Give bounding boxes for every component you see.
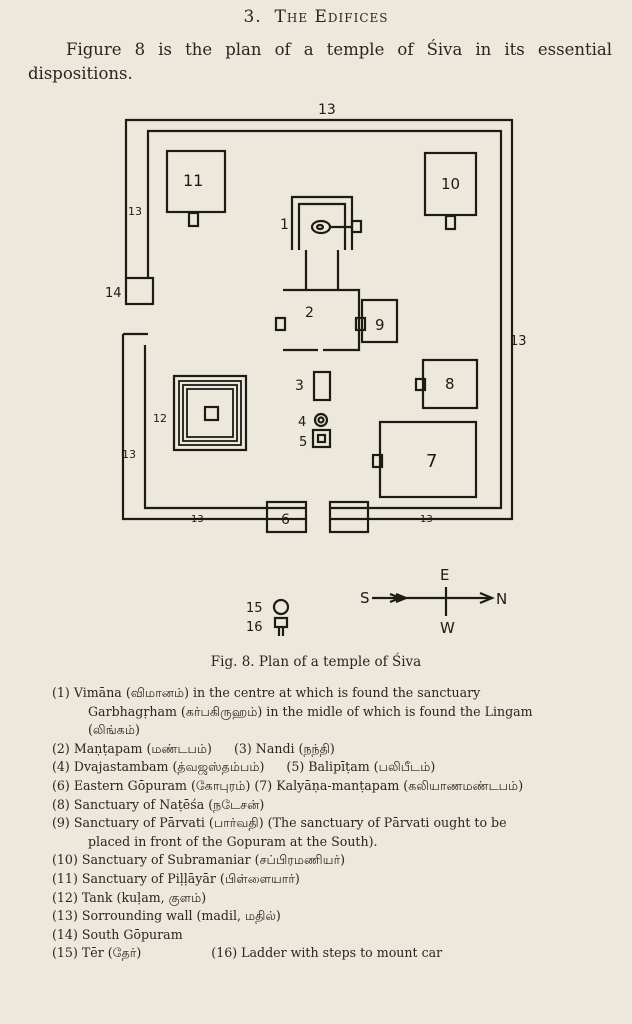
sanctuary-natesa-door [414, 377, 427, 392]
legend-item-2: (2) Maṇṭapam (மண்டபம்) [52, 740, 212, 756]
legend-item-10: (10) Sanctuary of Subramaniar (சப்பிரமணி… [52, 852, 346, 868]
label-3: 3 [295, 378, 304, 394]
legend-item-9-cont: placed in front of the Gopuram at the So… [88, 833, 378, 849]
mantapam-west-door [274, 316, 287, 332]
label-13-top: 13 [318, 102, 336, 118]
legend-item-15: (15) Tēr (தேர்) [52, 945, 142, 961]
enclosure-wall-inner [143, 129, 503, 510]
legend-item-6: (6) Eastern Gōpuram (கோபுரம்) [52, 777, 251, 793]
compass-east-label: E [440, 566, 449, 584]
eastern-gopuram [265, 500, 308, 534]
ladder-steps [277, 627, 285, 636]
label-2: 2 [305, 305, 314, 321]
legend-row-15-16: (15) Tēr (தேர்) (16) Ladder with steps to… [52, 944, 618, 963]
legend-item-13: (13) Sorrounding wall (madil, மதில்) [52, 908, 281, 924]
legend-item-5: (5) Balipīṭam (பலிபீடம்) [286, 759, 436, 775]
section-number: 3. [243, 7, 262, 27]
sanctuary-pillayar-door [187, 211, 200, 228]
section-heading: 3. The Edifices [0, 7, 632, 27]
lingam-core [315, 223, 325, 231]
legend-item-1: (1) Vimāna (விமானம்) in the centre at wh… [52, 685, 481, 700]
figure-legend: (1) Vimāna (விமானம்) in the centre at wh… [52, 684, 618, 963]
vimana-door [350, 219, 363, 234]
legend-item-1-cont: Garbhagṛham (கர்பகிருஹம்) in the midle o… [88, 703, 533, 719]
figure-caption: Fig. 8. Plan of a temple of Śiva [210, 654, 422, 670]
temple-plan-figure: 11 10 1 2 9 3 4 5 8 7 12 6 13 13 13 13 1… [105, 102, 527, 637]
kalyana-mantapam [378, 420, 478, 499]
compass-west-label: W [440, 619, 455, 637]
label-14: 14 [105, 286, 122, 301]
nandi [312, 370, 332, 402]
label-13-right: 13 [510, 334, 527, 349]
label-13-left-low: 13 [122, 448, 136, 461]
label-10: 10 [441, 175, 460, 193]
legend-item-8: (8) Sanctuary of Naṭēśa (நடேசன்) [52, 796, 265, 812]
label-13-left: 13 [128, 205, 142, 218]
enclosure-wall [121, 118, 514, 521]
legend-item-4: (4) Dvajastambam (த்வஜஸ்தம்பம்) [52, 759, 265, 775]
section-title: The Edifices [274, 7, 389, 27]
legend-item-14: (14) South Gōpuram [52, 926, 183, 942]
enclosure-wall-outer [121, 118, 514, 521]
sanctuary-parvati [360, 298, 399, 344]
legend-item-12: (12) Tank (kuḷam, குளம்) [52, 889, 207, 905]
legend-item-11: (11) Sanctuary of Piḷḷāyār (பிள்ளையார்) [52, 870, 300, 886]
label-6: 6 [281, 512, 290, 528]
intro-paragraph: Figure 8 is the plan of a temple of Śiva… [28, 40, 612, 83]
label-5: 5 [299, 435, 307, 450]
compass-rose [372, 587, 495, 616]
label-15: 15 [246, 601, 263, 616]
label-1: 1 [280, 217, 289, 233]
balipitam-core [316, 433, 327, 444]
legend-row-2-3: (2) Maṇṭapam (மண்டபம்) (3) Nandi (நந்தி) [52, 740, 618, 759]
south-gopuram [124, 276, 155, 306]
label-4: 4 [298, 415, 306, 430]
legend-item-7: (7) Kalyāṇa-manṭapam (கலியாணமண்டபம்) [254, 777, 524, 793]
legend-item-1-cont2: (லிங்கம்) [88, 722, 140, 738]
kalyana-mantapam-door [371, 453, 384, 469]
eastern-gopuram-pair [328, 500, 370, 534]
balipitam [311, 428, 332, 449]
antarala [304, 250, 340, 290]
label-16: 16 [246, 620, 263, 635]
label-11: 11 [183, 171, 203, 190]
dvajastambam [313, 412, 329, 428]
legend-item-3: (3) Nandi (நந்தி) [233, 740, 335, 756]
label-13-bottom-left: 13 [191, 514, 204, 525]
dvajastambam-core [317, 416, 325, 424]
label-13-bottom-right: 13 [420, 514, 433, 525]
lingam [310, 219, 332, 235]
legend-item-16: (16) Ladder with steps to mount car [211, 945, 443, 961]
sanctuary-subramaniar-door [444, 214, 457, 231]
ter-car [272, 598, 290, 616]
legend-item-9: (9) Sanctuary of Pārvati (பார்வதி) (The … [52, 815, 507, 831]
sanctuary-natesa [421, 358, 479, 410]
legend-row-4-5: (4) Dvajastambam (த்வஜஸ்தம்பம்) (5) Balip… [52, 758, 618, 777]
tank [172, 374, 248, 452]
label-12: 12 [153, 412, 167, 425]
mantapam-east-door [354, 316, 367, 332]
label-8: 8 [445, 375, 455, 393]
mantapam [283, 288, 361, 352]
compass-north-label: N [496, 590, 507, 608]
compass-south-label: S [360, 589, 370, 607]
label-7: 7 [426, 451, 437, 472]
legend-row-6-7: (6) Eastern Gōpuram (கோபுரம்) (7) Kalyāṇ… [52, 777, 618, 796]
label-9: 9 [375, 316, 385, 334]
ladder [273, 616, 289, 629]
